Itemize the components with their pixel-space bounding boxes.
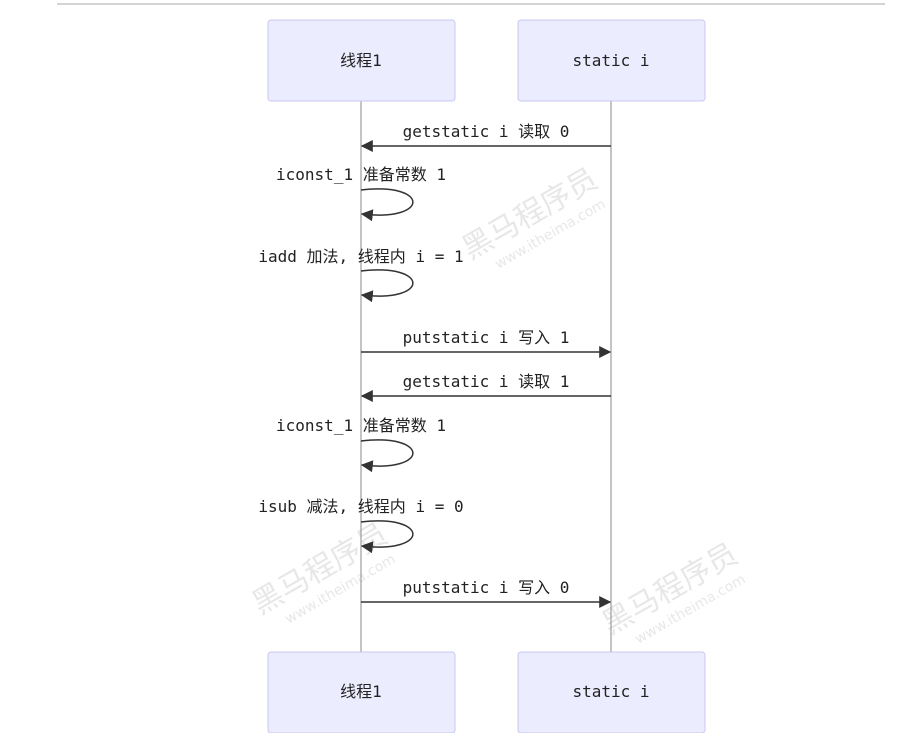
- self-loop-arrow: [360, 269, 414, 303]
- participant-label: static i: [572, 51, 649, 70]
- watermark-2: 黑马程序员 www.itheima.com: [247, 517, 399, 628]
- participant-label: 线程1: [340, 682, 382, 701]
- message-putstatic-1: putstatic i 写入 1: [361, 328, 612, 358]
- message-label: iconst_1 准备常数 1: [276, 165, 446, 184]
- message-putstatic-0: putstatic i 写入 0: [361, 578, 612, 608]
- participant-label: 线程1: [340, 51, 382, 70]
- message-self-isub: isub 减法, 线程内 i = 0: [258, 497, 464, 554]
- self-loop-arrow: [360, 439, 414, 473]
- message-getstatic-0: getstatic i 读取 0: [360, 122, 611, 152]
- participant-bottom-thread1: 线程1: [267, 651, 456, 733]
- message-self-iconst-1: iconst_1 准备常数 1: [276, 165, 446, 222]
- message-label: iadd 加法, 线程内 i = 1: [258, 247, 463, 266]
- message-label: isub 减法, 线程内 i = 0: [258, 497, 463, 516]
- message-label: putstatic i 写入 1: [403, 328, 570, 347]
- message-getstatic-1: getstatic i 读取 1: [360, 372, 611, 402]
- participant-bottom-static-i: static i: [517, 651, 706, 733]
- message-label: putstatic i 写入 0: [403, 578, 570, 597]
- message-self-iadd: iadd 加法, 线程内 i = 1: [258, 247, 464, 303]
- participant-top-static-i: static i: [517, 19, 706, 102]
- message-label: getstatic i 读取 0: [403, 122, 570, 141]
- participant-label: static i: [572, 682, 649, 701]
- message-label: getstatic i 读取 1: [403, 372, 570, 391]
- watermark-1: 黑马程序员 www.itheima.com: [457, 162, 609, 273]
- message-label: iconst_1 准备常数 1: [276, 416, 446, 435]
- watermark-3: 黑马程序员 www.itheima.com: [597, 537, 749, 648]
- self-loop-arrow: [360, 520, 414, 554]
- self-loop-arrow: [360, 188, 414, 222]
- message-self-iconst-1-second: iconst_1 准备常数 1: [276, 416, 446, 473]
- participant-top-thread1: 线程1: [267, 19, 456, 102]
